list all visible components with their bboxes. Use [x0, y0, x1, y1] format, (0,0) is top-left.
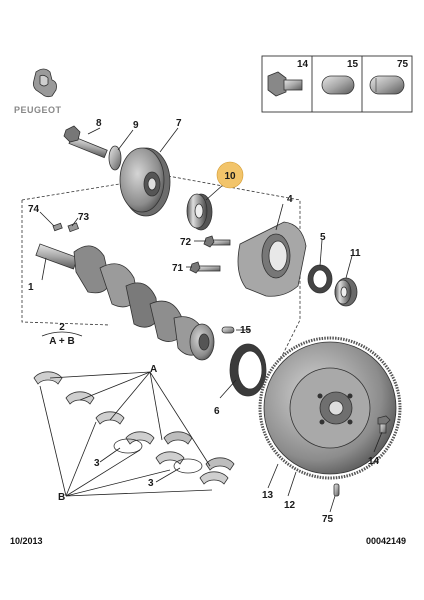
flywheel-bolt	[377, 415, 391, 434]
crankshaft-pulley	[119, 147, 171, 217]
callout-3-upper[interactable]: 3	[94, 458, 100, 469]
legend-num-15: 15	[347, 59, 359, 70]
seal-housing-bolts	[189, 235, 231, 274]
callout-11[interactable]: 11	[350, 248, 361, 259]
bolt-icon	[267, 71, 303, 97]
crank-pulley-bolt	[63, 125, 108, 159]
callout-2: 2	[59, 322, 65, 333]
callout-6[interactable]: 6	[214, 406, 220, 417]
crankshaft-timing-sprocket	[186, 193, 213, 231]
callout-B[interactable]: B	[58, 492, 65, 503]
pulley-washer	[108, 145, 122, 171]
crank-dowel-pin	[221, 326, 235, 334]
rear-seal-housing	[237, 221, 307, 297]
callout-74[interactable]: 74	[28, 204, 40, 215]
small-parts-legend: 14 15 75	[261, 55, 413, 113]
crank-oil-seal	[307, 264, 333, 294]
callout-9[interactable]: 9	[133, 120, 139, 131]
callout-73[interactable]: 73	[78, 212, 90, 223]
flywheel-dowel-sleeve	[333, 483, 340, 497]
woodruff-keys	[52, 222, 80, 233]
diagram-code: 00042149	[366, 536, 407, 546]
revision-date: 10/2013	[10, 536, 43, 546]
callout-10: 10	[224, 171, 236, 182]
legend-num-14: 14	[297, 59, 309, 70]
assembly-frame	[21, 175, 301, 361]
callout-8[interactable]: 8	[96, 118, 102, 129]
callout-3-lower[interactable]: 3	[148, 478, 154, 489]
dowel-pin-icon	[321, 75, 355, 95]
rear-main-seal	[229, 343, 267, 397]
callout-7[interactable]: 7	[176, 118, 182, 129]
brand-name: PEUGEOT	[14, 105, 62, 115]
flywheel	[258, 336, 402, 480]
highlighted-callout-10[interactable]	[216, 161, 244, 189]
legend-num-75: 75	[397, 59, 409, 70]
callout-4[interactable]: 4	[287, 194, 293, 205]
callout-1[interactable]: 1	[28, 282, 34, 293]
callout-72[interactable]: 72	[180, 237, 192, 248]
main-bearing-shells	[33, 371, 235, 485]
callout-12[interactable]: 12	[284, 500, 296, 511]
callout-2-group[interactable]: 2 A + B	[41, 322, 83, 347]
callout-14[interactable]: 14	[368, 456, 380, 467]
callout-15[interactable]: 15	[240, 325, 252, 336]
crankshaft	[35, 243, 215, 361]
callout-5[interactable]: 5	[320, 232, 326, 243]
callout-2-composition: A + B	[49, 336, 74, 347]
peugeot-lion-logo: PEUGEOT	[14, 68, 62, 115]
callout-71[interactable]: 71	[172, 263, 184, 274]
oil-pump-sprocket	[334, 277, 358, 307]
callout-A[interactable]: A	[150, 364, 157, 375]
sleeve-pin-icon	[369, 75, 405, 95]
leader-lines	[39, 127, 383, 513]
callout-13[interactable]: 13	[262, 490, 274, 501]
callout-75[interactable]: 75	[322, 514, 334, 525]
